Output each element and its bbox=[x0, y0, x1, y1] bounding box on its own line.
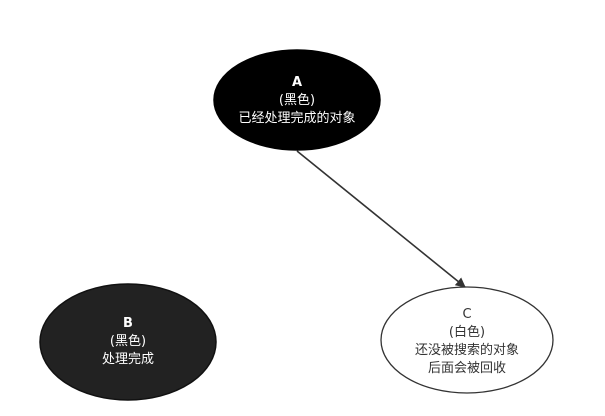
node-b-color-label: (黑色) bbox=[110, 333, 146, 349]
node-b-title: B bbox=[123, 316, 133, 331]
node-b-shape bbox=[39, 283, 217, 401]
node-c-shape bbox=[380, 286, 554, 394]
node-a: A (黑色) 已经处理完成的对象 bbox=[213, 49, 381, 151]
node-c-title: C bbox=[462, 307, 471, 322]
node-a-color-label: (黑色) bbox=[279, 92, 315, 108]
node-c-description: 还没被搜索的对象 bbox=[415, 342, 519, 358]
node-a-description: 已经处理完成的对象 bbox=[238, 110, 355, 126]
node-c: C (白色) 还没被搜索的对象 后面会被回收 bbox=[380, 286, 554, 394]
node-c-note: 后面会被回收 bbox=[428, 361, 506, 376]
node-b: B (黑色) 处理完成 bbox=[39, 283, 217, 401]
edge-a-to-c bbox=[296, 150, 466, 288]
node-c-color-label: (白色) bbox=[449, 324, 485, 340]
node-b-description: 处理完成 bbox=[102, 352, 154, 367]
node-a-title: A bbox=[292, 75, 302, 90]
node-a-shape bbox=[213, 49, 381, 151]
